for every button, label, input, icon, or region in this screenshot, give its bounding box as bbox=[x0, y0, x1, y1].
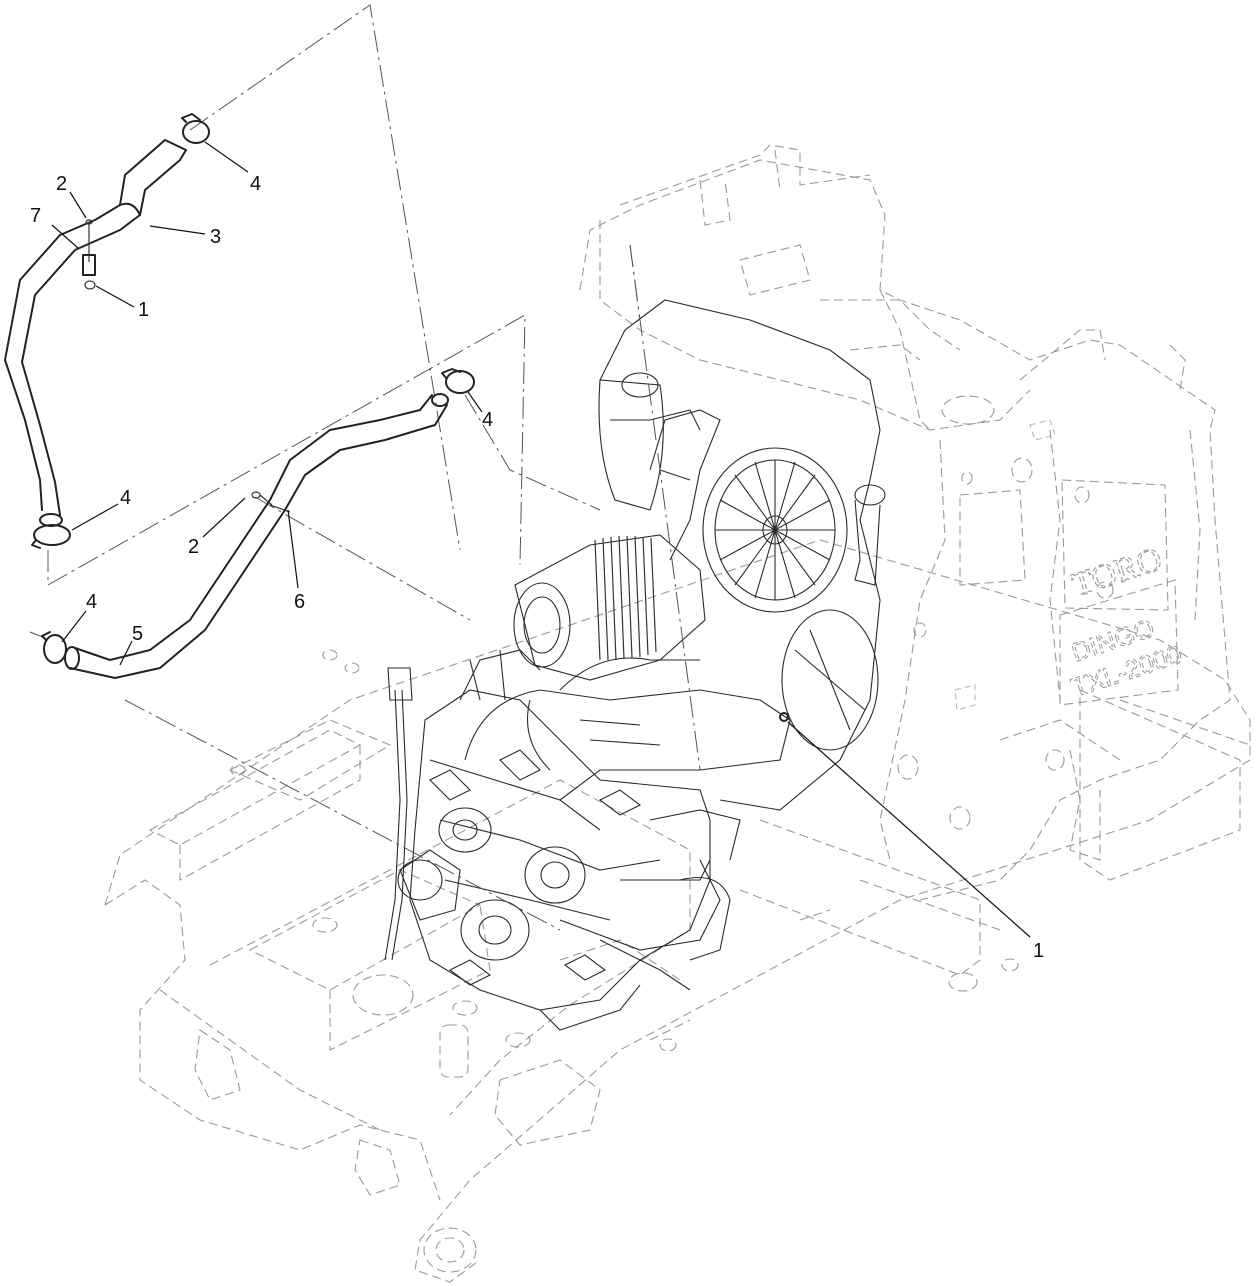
fan-blades bbox=[715, 460, 835, 600]
callout-6-lower-bracket: 6 bbox=[294, 591, 305, 613]
lower-coolant-hose bbox=[64, 393, 449, 679]
callout-2-upper-bolt: 2 bbox=[56, 173, 67, 195]
callout-3-upper-hose: 3 bbox=[210, 226, 221, 248]
hose-clamp-lower bbox=[41, 631, 67, 664]
callout-1-right-fastener: 1 bbox=[1033, 940, 1044, 962]
upper-coolant-hose bbox=[4, 139, 187, 527]
callout-leaders bbox=[51, 141, 1031, 938]
callout-4-left-clamp: 4 bbox=[120, 487, 131, 509]
bracket-assembly-upper bbox=[82, 219, 96, 290]
air-filter-ribs bbox=[594, 535, 657, 661]
bracket-assembly-lower bbox=[251, 491, 291, 513]
callout-5-lower-hose: 5 bbox=[132, 623, 143, 645]
fastener-right bbox=[779, 712, 789, 722]
callout-4-lower-clamp: 4 bbox=[86, 591, 97, 613]
callout-4-top-clamp: 4 bbox=[250, 173, 261, 195]
brand-decal: TORO bbox=[1068, 541, 1167, 605]
decal-lettering: TORO DINGO TXL-2000 bbox=[1067, 540, 1186, 703]
callout-2-lower-bolt: 2 bbox=[188, 536, 199, 558]
engine-assembly bbox=[384, 299, 886, 1031]
callout-labels: 4 2 7 3 1 4 4 2 6 4 5 1 bbox=[30, 173, 1044, 962]
hose-clamp-top bbox=[181, 113, 210, 144]
hose-clamp-mid bbox=[441, 368, 475, 394]
callout-4-mid-clamp: 4 bbox=[482, 409, 493, 431]
callout-1-upper-nut: 1 bbox=[138, 299, 149, 321]
hose-clamp-left bbox=[31, 524, 71, 549]
explosion-lines bbox=[29, 4, 701, 931]
callout-7-bracket: 7 bbox=[30, 205, 41, 227]
housing-ghost bbox=[579, 144, 1231, 901]
